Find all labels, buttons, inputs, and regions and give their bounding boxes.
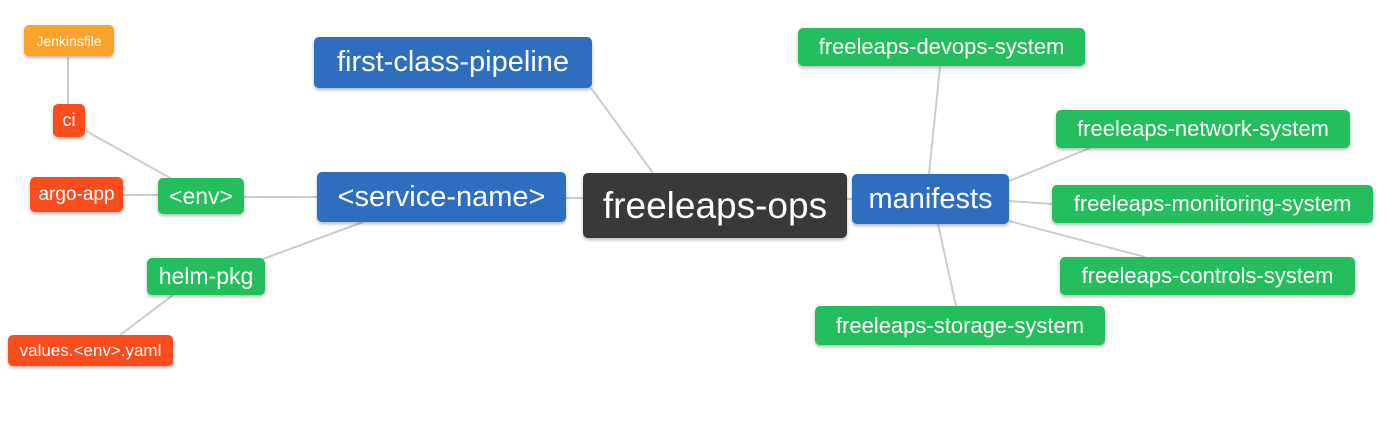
mindmap-node-manifests[interactable]: manifests bbox=[852, 174, 1009, 224]
mindmap-node-values-env-yaml[interactable]: values.<env>.yaml bbox=[8, 335, 173, 366]
mindmap-node-env[interactable]: <env> bbox=[158, 178, 244, 214]
edge-manifests-network bbox=[1008, 147, 1091, 182]
mindmap-node-argo-app[interactable]: argo-app bbox=[30, 177, 123, 212]
mindmap-node-freeleaps-controls-system[interactable]: freeleaps-controls-system bbox=[1060, 257, 1355, 295]
mindmap-node-freeleaps-monitoring-system[interactable]: freeleaps-monitoring-system bbox=[1052, 185, 1373, 223]
edge-helm-pkg-service-name bbox=[262, 221, 364, 260]
mindmap-node-first-class-pipeline[interactable]: first-class-pipeline bbox=[314, 37, 592, 88]
edge-group bbox=[67, 57, 1146, 336]
edge-manifests-monitoring bbox=[1008, 200, 1053, 205]
edge-manifests-devops bbox=[928, 66, 941, 175]
mindmap-node-freeleaps-network-system[interactable]: freeleaps-network-system bbox=[1056, 110, 1350, 148]
mindmap-root-node-freeleaps-ops[interactable]: freeleaps-ops bbox=[583, 173, 847, 238]
mindmap-node-freeleaps-storage-system[interactable]: freeleaps-storage-system bbox=[815, 306, 1105, 345]
edge-manifests-controls bbox=[1008, 220, 1146, 258]
mindmap-node-service-name[interactable]: <service-name> bbox=[317, 172, 566, 222]
edge-ci-env bbox=[85, 130, 173, 180]
mindmap-node-ci[interactable]: ci bbox=[53, 104, 85, 137]
mindmap-node-jenkinsfile[interactable]: Jenkinsfile bbox=[24, 25, 114, 56]
edge-manifests-storage bbox=[937, 223, 957, 307]
mindmap-node-helm-pkg[interactable]: helm-pkg bbox=[147, 258, 265, 295]
edge-values-helm-pkg bbox=[119, 294, 174, 336]
mindmap-node-freeleaps-devops-system[interactable]: freeleaps-devops-system bbox=[798, 28, 1085, 66]
edge-pipeline-ops bbox=[590, 87, 654, 174]
